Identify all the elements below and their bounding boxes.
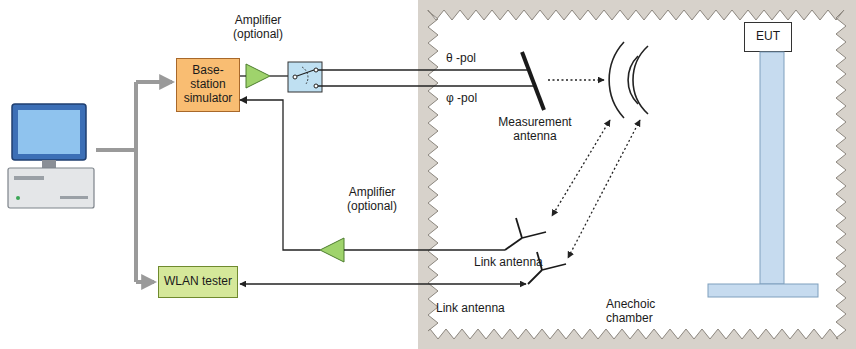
label-holder: Amplifier (optional) bbox=[218, 14, 298, 42]
signal-connector bbox=[240, 100, 320, 250]
measurement-antenna bbox=[522, 52, 544, 110]
amplifier-symbol: Amplifier (optional) bbox=[246, 64, 270, 88]
wlan-tester-box-text: WLAN tester bbox=[163, 275, 233, 289]
amplifier-symbol-outline bbox=[246, 64, 270, 88]
label-holder: Link antenna bbox=[474, 256, 554, 270]
amplifier-symbol-label: Amplifier (optional) bbox=[332, 186, 412, 214]
eut-box: EUT bbox=[744, 22, 792, 52]
wave-arcs bbox=[609, 42, 648, 118]
wlan-tester-box: WLAN tester bbox=[158, 266, 238, 298]
base-station-box-text: Base-station simulator bbox=[181, 64, 235, 105]
antenna-label: Link antenna bbox=[474, 256, 554, 270]
computer-icon bbox=[8, 104, 94, 208]
polarization-feed bbox=[318, 70, 535, 86]
polarization-switch bbox=[270, 62, 322, 92]
label-holder: θ -pol bbox=[446, 52, 496, 66]
amplifier-symbol: Amplifier (optional) bbox=[320, 238, 344, 262]
radiated-path bbox=[548, 79, 604, 80]
label-holder: Amplifier (optional) bbox=[332, 186, 412, 214]
base-station-box: Base-station simulator bbox=[176, 58, 240, 112]
link-cable bbox=[344, 249, 505, 250]
label-holder: Link antenna bbox=[436, 302, 516, 316]
control-link bbox=[96, 82, 172, 282]
positioner-mast bbox=[708, 52, 818, 297]
antenna-label: Link antenna bbox=[436, 302, 516, 316]
eut-box-text: EUT bbox=[749, 30, 787, 44]
polarization-label: θ -pol bbox=[446, 52, 496, 66]
amplifier-symbol-label: Amplifier (optional) bbox=[218, 14, 298, 42]
anechoic-chamber-label: Anechoic chamber bbox=[606, 298, 676, 326]
signal-connector bbox=[240, 75, 246, 76]
wlan-cable bbox=[240, 283, 526, 284]
label-holder: Measurement antenna bbox=[488, 116, 582, 144]
label-holder: φ -pol bbox=[446, 92, 496, 106]
antenna-label: Measurement antenna bbox=[488, 116, 582, 144]
amplifier-symbol-outline bbox=[320, 238, 344, 262]
label-holder: Anechoic chamber bbox=[606, 298, 676, 326]
link-antenna bbox=[505, 218, 546, 250]
polarization-label: φ -pol bbox=[446, 92, 496, 106]
link-path bbox=[552, 120, 640, 258]
